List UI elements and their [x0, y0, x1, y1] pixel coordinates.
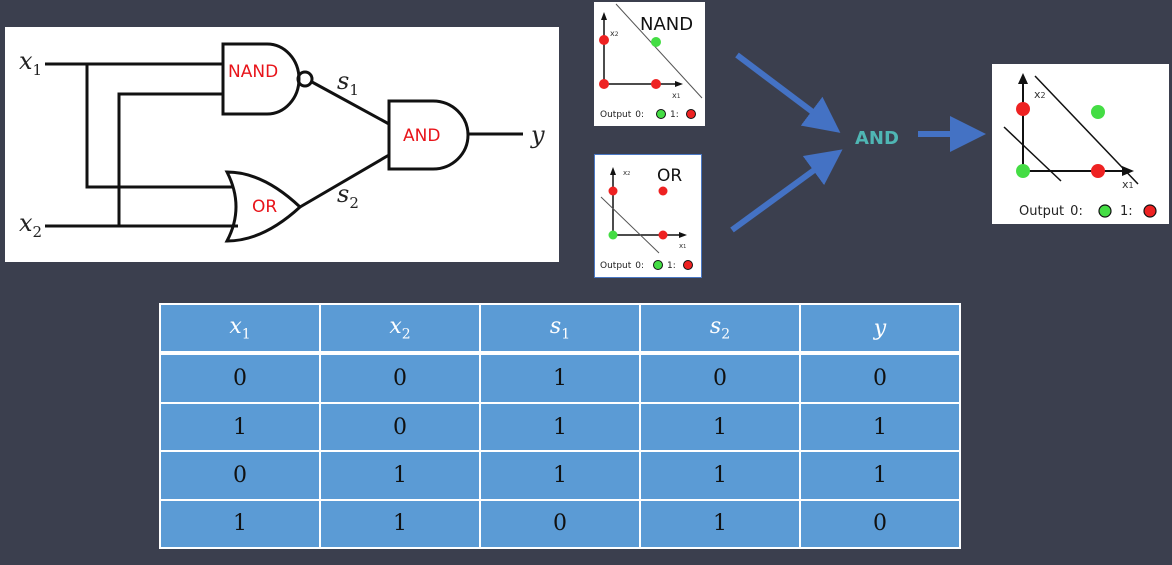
point-0-0-green	[1016, 164, 1030, 178]
table-cell: 1	[639, 402, 801, 453]
nand-plot-title: NAND	[640, 14, 693, 35]
axis-y-label: x2	[610, 29, 619, 38]
and-gate-label: AND	[403, 126, 440, 146]
truth-table: x1 x2 s1 s2 y 0 0 1 0 0 1 0 1 1 1 0 1 1 …	[159, 303, 961, 550]
point-1-1-green	[651, 37, 661, 47]
point-1-0-red	[1091, 164, 1105, 178]
legend-one: 1:	[1120, 204, 1133, 219]
x2-branch-wire	[117, 92, 223, 226]
or-to-and-arrow-icon	[730, 149, 843, 233]
table-cell: 1	[479, 402, 641, 453]
legend-red-dot	[683, 260, 693, 270]
boundary-line-lower	[1003, 126, 1062, 182]
table-cell: 0	[159, 351, 321, 405]
table-cell: 1	[799, 450, 961, 501]
table-cell: 0	[319, 351, 481, 405]
axis-x-label: x1	[679, 242, 686, 250]
table-row: 0 1 1 1 1	[159, 450, 961, 501]
table-cell: 0	[639, 351, 801, 405]
header-s2: s2	[639, 303, 801, 355]
point-0-1-red	[608, 186, 618, 196]
point-0-1-red	[1016, 102, 1030, 116]
table-cell: 1	[479, 351, 641, 405]
s1-wire	[311, 80, 390, 126]
axis-x-label: x1	[1122, 178, 1134, 191]
or-boundary-line	[600, 196, 660, 254]
legend-green-dot	[653, 260, 663, 270]
legend-red-dot	[686, 109, 696, 119]
point-0-1-red	[599, 35, 609, 45]
point-1-1-green	[1091, 105, 1105, 119]
table-cell: 1	[159, 498, 321, 550]
y-axis-arrow-icon	[601, 12, 607, 20]
legend-green-dot	[1098, 204, 1112, 218]
boundary-line-upper	[1034, 75, 1139, 185]
x2-label: x2	[19, 209, 42, 241]
y-label: y	[530, 121, 545, 149]
table-cell: 0	[799, 351, 961, 405]
table-row: 0 0 1 0 0	[159, 351, 961, 405]
s2-label: s2	[337, 180, 359, 212]
legend-red-dot	[1143, 204, 1157, 218]
legend-one: 1:	[670, 110, 679, 120]
x-axis-arrow-icon	[679, 232, 687, 238]
y-axis-arrow-icon	[1018, 73, 1028, 84]
or-plot-title: OR	[657, 166, 682, 186]
table-cell: 1	[639, 498, 801, 550]
or-gate-label: OR	[252, 197, 277, 217]
nand-boundary-line	[615, 3, 703, 99]
table-cell: 1	[159, 402, 321, 453]
table-cell: 0	[479, 498, 641, 550]
header-s1: s1	[479, 303, 641, 355]
table-header-row: x1 x2 s1 s2 y	[159, 303, 961, 355]
x1-branch-wire	[85, 64, 232, 189]
table-cell: 1	[479, 450, 641, 501]
point-1-0-red	[658, 230, 668, 240]
header-x2: x2	[319, 303, 481, 355]
table-cell: 1	[319, 498, 481, 550]
point-1-1-red	[658, 186, 668, 196]
table-cell: 1	[799, 402, 961, 453]
legend-green-dot	[656, 109, 666, 119]
x-axis-arrow-icon	[675, 81, 683, 87]
table-cell: 0	[799, 498, 961, 550]
point-0-0-red	[599, 79, 609, 89]
table-cell: 1	[319, 450, 481, 501]
or-gate	[224, 170, 303, 243]
circuit-svg: x1 x2 NAND OR AND s1 s2 y	[19, 42, 545, 243]
point-1-0-red	[651, 79, 661, 89]
table-cell: 0	[319, 402, 481, 453]
nand-bubble	[296, 70, 314, 88]
nand-to-and-arrow-icon	[735, 52, 841, 133]
x1-label: x1	[19, 47, 42, 79]
table-cell: 0	[159, 450, 321, 501]
combine-and-label: AND	[855, 128, 899, 149]
axis-y-label: x2	[623, 169, 630, 177]
point-0-0-green	[608, 230, 618, 240]
table-cell: 1	[639, 450, 801, 501]
and-gate	[387, 99, 470, 171]
s1-label: s1	[337, 67, 359, 99]
y-axis-arrow-icon	[610, 167, 616, 175]
nand-gate-label: NAND	[228, 62, 278, 82]
x-axis-arrow-icon	[1122, 166, 1134, 176]
table-row: 1 1 0 1 0	[159, 498, 961, 550]
header-y: y	[799, 303, 961, 355]
header-x1: x1	[159, 303, 321, 355]
legend-one: 1:	[667, 261, 676, 271]
axis-x-label: x1	[672, 91, 681, 100]
s2-wire	[299, 153, 390, 209]
table-row: 1 0 1 1 1	[159, 402, 961, 453]
logic-circuit-diagram: x1 x2 NAND OR AND s1 s2 y	[5, 27, 559, 262]
axis-y-label: x2	[1034, 88, 1046, 101]
